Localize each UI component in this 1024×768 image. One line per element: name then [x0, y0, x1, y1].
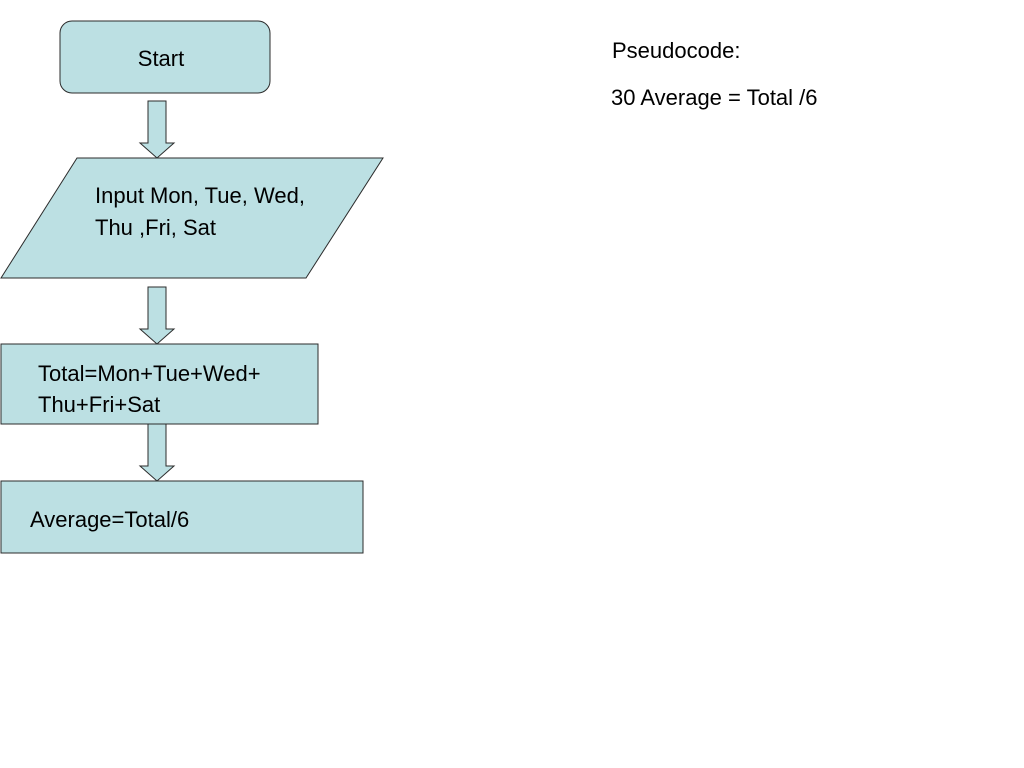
flow-arrow-2: [138, 286, 176, 345]
average-label: Average=Total/6: [30, 507, 189, 532]
input-label-line-2: Thu ,Fri, Sat: [95, 215, 216, 240]
pseudocode-heading: Pseudocode:: [612, 38, 741, 63]
flow-arrow-3: [138, 423, 176, 482]
total-process-box: [0, 343, 319, 425]
flow-arrow-1: [138, 100, 176, 159]
start-label: Start: [138, 46, 184, 71]
input-parallelogram: [0, 157, 384, 279]
total-label-line-2: Thu+Fri+Sat: [38, 392, 160, 417]
start-terminal: [59, 20, 271, 94]
average-process-box: [0, 480, 364, 554]
total-label-line-1: Total=Mon+Tue+Wed+: [38, 361, 261, 386]
pseudocode-line: 30 Average = Total /6: [611, 85, 818, 110]
input-label-line-1: Input Mon, Tue, Wed,: [95, 183, 305, 208]
